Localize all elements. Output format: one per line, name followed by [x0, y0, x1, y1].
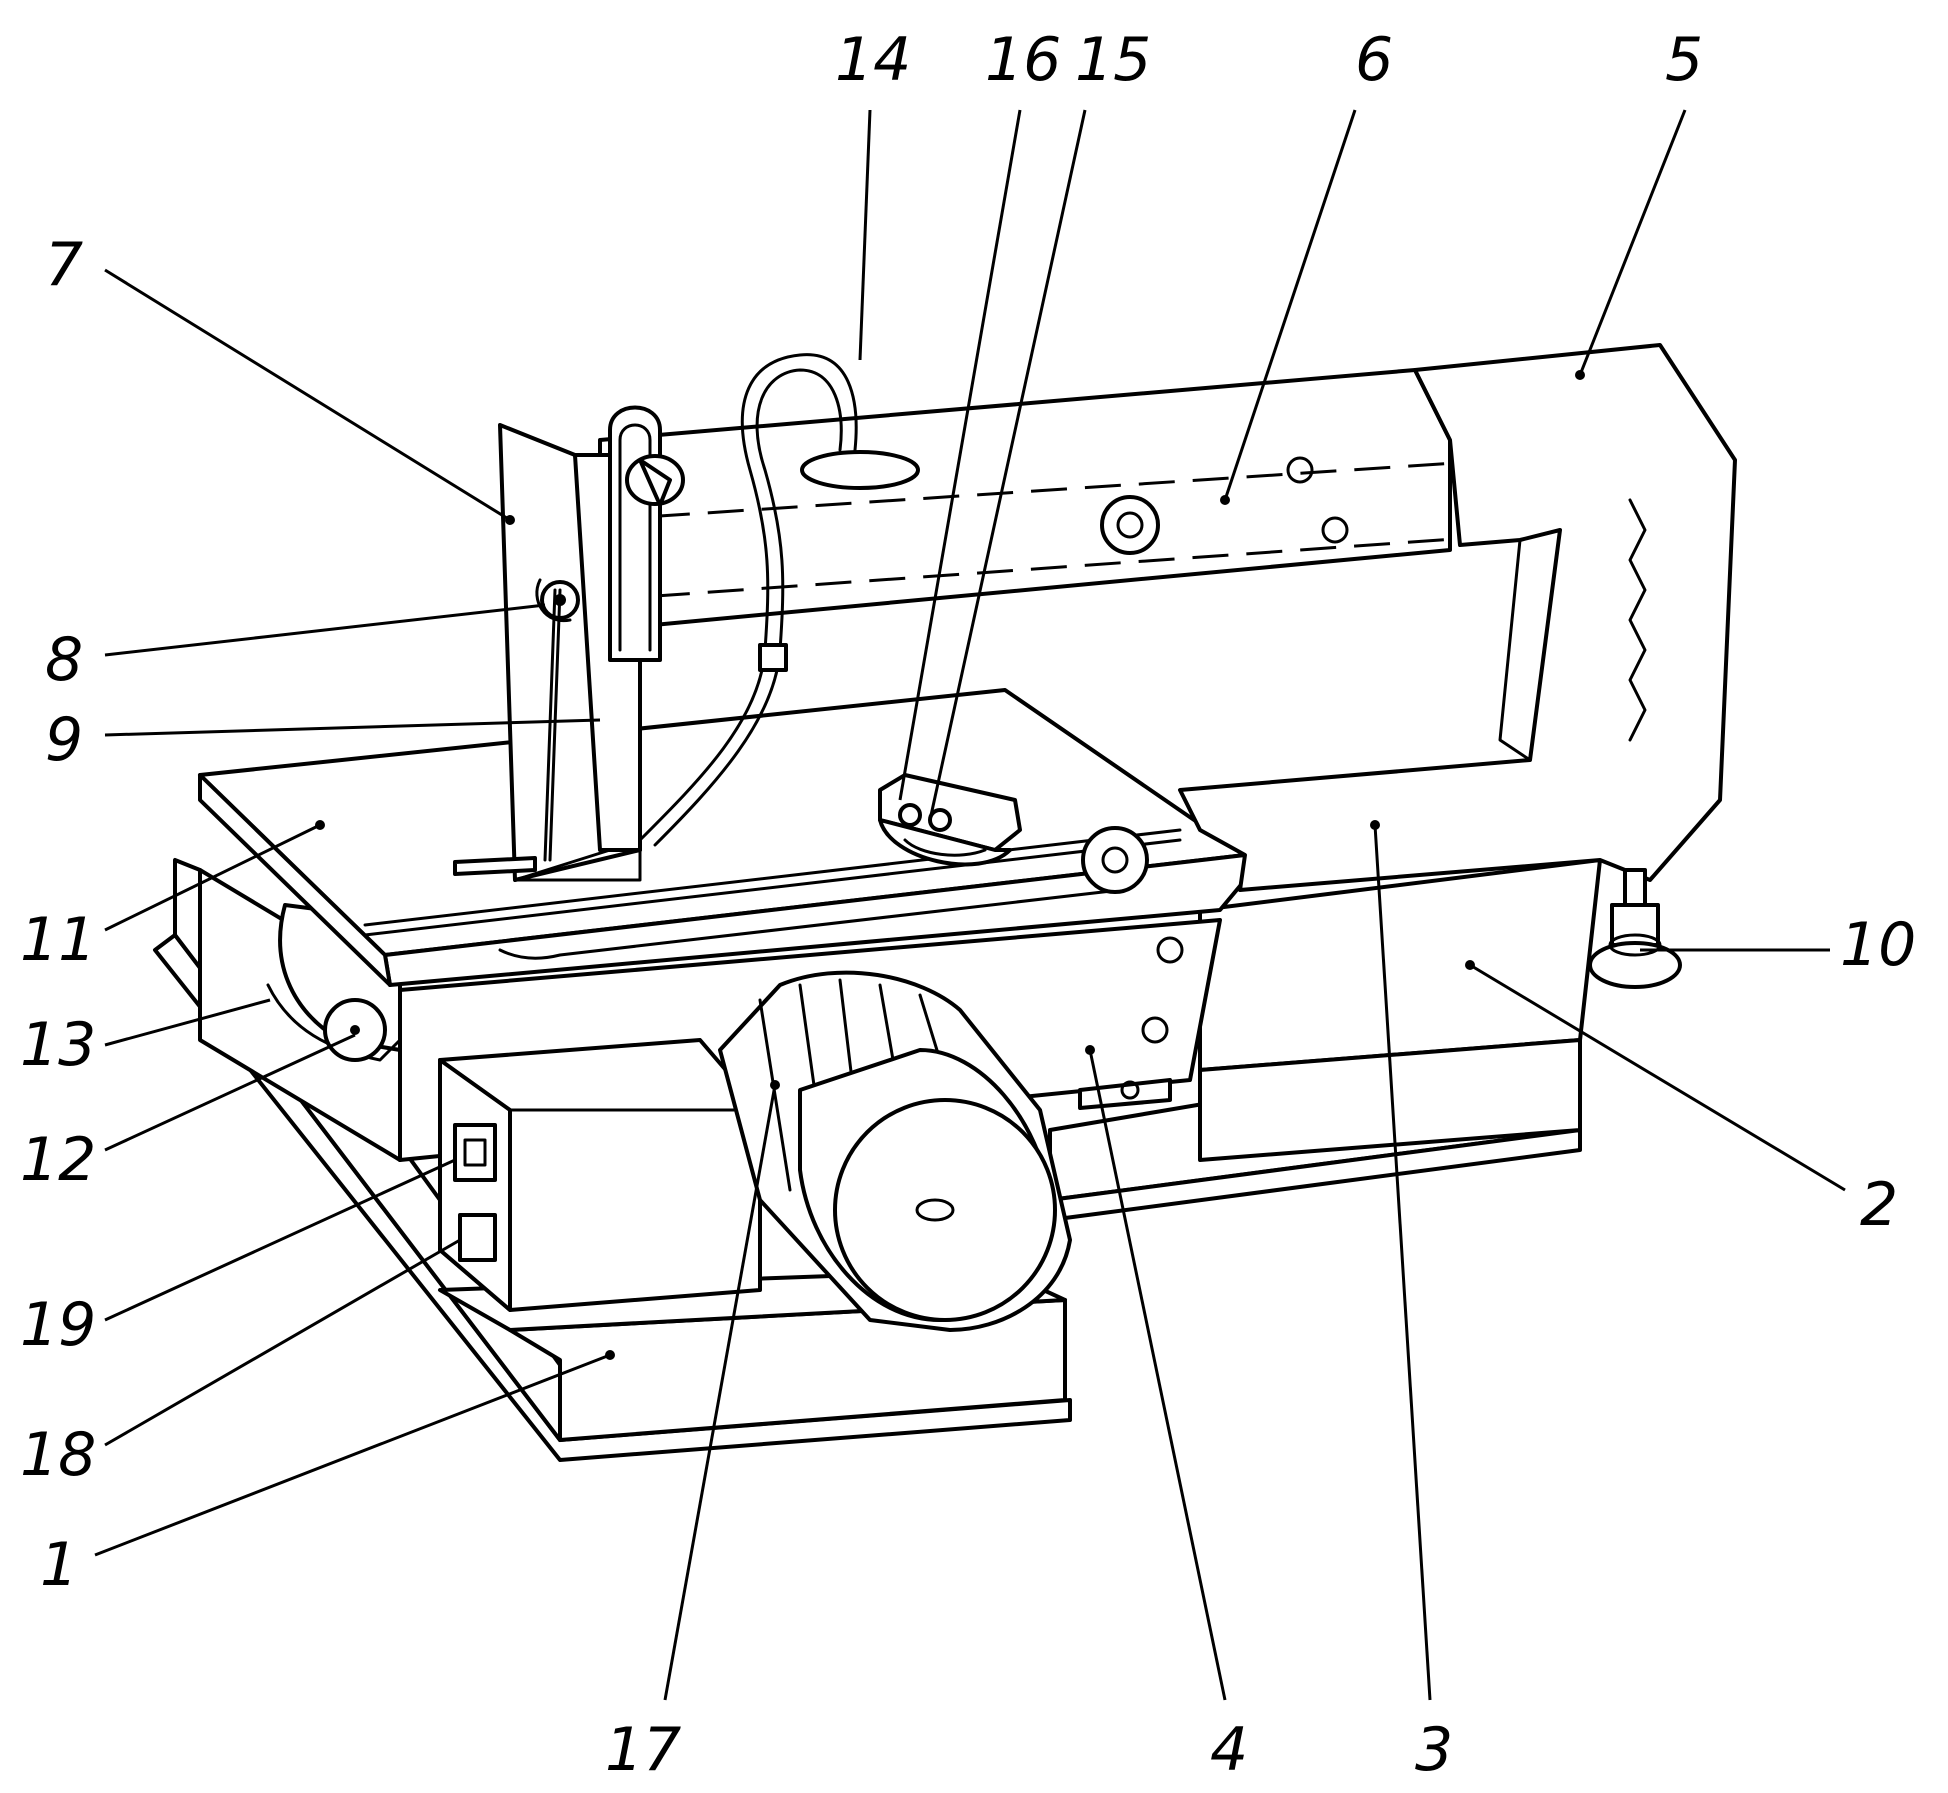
callout-5: 5	[1665, 25, 1703, 95]
callout-12: 12	[20, 1125, 96, 1195]
callout-15: 15	[1075, 25, 1151, 95]
callout-4: 4	[1210, 1715, 1248, 1785]
leader-lines	[94, 109, 1846, 1701]
callout-13: 13	[20, 1010, 96, 1080]
callout-11: 11	[20, 905, 96, 975]
motor	[718, 970, 1072, 1332]
air-hose	[638, 353, 920, 847]
leader-dots	[315, 370, 1585, 1360]
callout-1: 1	[40, 1530, 78, 1600]
lower-housing	[1048, 858, 1602, 1222]
callout-labels: 7 8 9 11 13 12 19 18 1 14 16 15 6 5 10 2…	[20, 25, 1916, 1785]
callout-10: 10	[1840, 910, 1916, 980]
callout-2: 2	[1860, 1170, 1898, 1240]
switch-box	[438, 1038, 762, 1312]
callout-16: 16	[985, 25, 1061, 95]
leveling-foot	[1588, 868, 1682, 989]
c-frame	[1178, 343, 1737, 892]
callout-19: 19	[20, 1290, 96, 1360]
work-table	[198, 688, 1247, 987]
callout-6: 6	[1355, 25, 1393, 95]
callout-7: 7	[45, 230, 83, 300]
callout-9: 9	[45, 705, 83, 775]
callout-17: 17	[605, 1715, 681, 1785]
callout-8: 8	[45, 625, 83, 695]
callout-18: 18	[20, 1420, 96, 1490]
callout-14: 14	[835, 25, 911, 95]
callout-3: 3	[1415, 1715, 1453, 1785]
blade-holder	[453, 405, 685, 876]
